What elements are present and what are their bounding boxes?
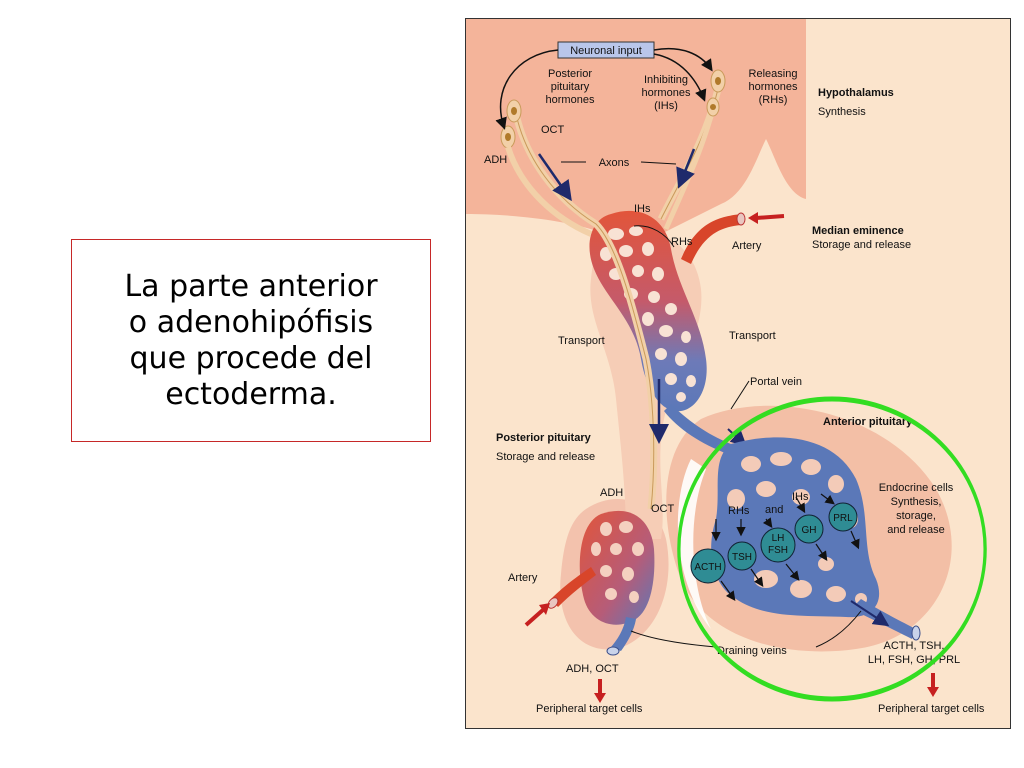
hormone-arrows [711,493,860,601]
svg-text:ACTH, TSH,: ACTH, TSH, [884,640,945,652]
svg-text:Neuronal input: Neuronal input [570,45,642,57]
portal-vein [664,404,731,454]
anterior-holes [727,452,867,605]
svg-text:TSH: TSH [732,552,752,563]
label-median-eminence: Median eminence [812,225,904,237]
svg-text:LH: LH [772,533,785,544]
callout-box: La parte anterior o adenohipófisis que p… [71,239,431,442]
cell-acth: ACTH [690,548,726,584]
posterior-holes [591,521,644,603]
svg-text:ACTH: ACTH [694,562,721,573]
label-oct-top: OCT [541,124,565,136]
label-adh-oct-bottom: ADH, OCT [566,663,619,675]
output-arrows [594,673,939,703]
svg-text:(IHs): (IHs) [654,100,678,112]
axon-arrow-right [676,148,696,189]
label-transport-right: Transport [729,330,776,342]
endocrine-cells: ACTH TSH LH FSH GH PRL [690,502,858,584]
callout-line-1: La parte anterior [124,268,378,304]
svg-text:pituitary: pituitary [551,81,590,93]
label-rhs-top: RHs [671,236,693,248]
pointer-lines [630,225,862,648]
cell-lh-fsh: LH FSH [760,527,796,563]
label-peripheral-left: Peripheral target cells [536,703,643,715]
svg-text:PRL: PRL [833,513,853,524]
svg-text:FSH: FSH [768,545,788,556]
svg-text:hormones: hormones [749,81,798,93]
diagram-canvas: Neuronal input ACTH TSH LH FSH GH PRL [466,19,987,715]
label-releasing-hormones: Releasing hormones (RHs) [749,68,798,106]
svg-text:(RHs): (RHs) [759,94,788,106]
svg-text:Inhibiting: Inhibiting [644,74,688,86]
label-transport-left: Transport [558,335,605,347]
label-oct-mid: OCT [651,503,675,515]
artery-top-arrow [755,214,785,220]
input-arrow-left [495,49,559,130]
input-arrow-right [653,47,713,72]
label-anterior-pituitary: Anterior pituitary [823,416,913,428]
callout-line-3: que procede del [129,340,373,376]
label-posterior-pituitary-sub: Storage and release [496,451,595,463]
callout-line-2: o adenohipófisis [128,304,374,340]
label-peripheral-right: Peripheral target cells [878,703,985,715]
pituitary-diagram: Neuronal input ACTH TSH LH FSH GH PRL [465,18,1011,729]
label-median-eminence-sub: Storage and release [812,239,911,251]
label-portal-vein: Portal vein [750,376,802,388]
label-output-hormones: ACTH, TSH, LH, FSH, GH, PRL [868,640,960,666]
callout-text: La parte anterior o adenohipófisis que p… [124,269,377,413]
axon-arrow-left [537,153,572,202]
label-adh-mid: ADH [600,487,623,499]
svg-text:GH: GH [802,525,817,536]
label-and: and [765,504,783,516]
label-inhibiting-hormones: Inhibiting hormones (IHs) [642,74,691,112]
svg-text:LH, FSH, GH, PRL: LH, FSH, GH, PRL [868,654,960,666]
label-draining-veins: Draining veins [717,645,787,657]
label-posterior-pituitary-hormones: Posterior pituitary hormones [546,68,595,106]
svg-text:Endocrine cells: Endocrine cells [879,482,954,494]
callout-line-4: ectoderma. [165,376,337,412]
label-hypothalamus: Hypothalamus [818,87,894,99]
label-axons: Axons [599,157,630,169]
label-rhs-mid: RHs [728,505,750,517]
svg-text:storage,: storage, [896,510,936,522]
label-adh-top: ADH [484,154,507,166]
label-ihs-top: IHs [634,203,651,215]
svg-text:hormones: hormones [642,87,691,99]
label-hypothalamus-sub: Synthesis [818,106,866,118]
cell-tsh: TSH [727,541,757,571]
cell-prl: PRL [828,502,858,532]
label-posterior-pituitary: Posterior pituitary [496,432,592,444]
posterior-draining-vein [611,617,636,651]
svg-text:and release: and release [887,524,945,536]
label-endocrine-cells: Endocrine cells Synthesis, storage, and … [879,482,954,536]
cell-gh: GH [794,514,824,544]
artery-bottom [551,567,596,607]
neuronal-input-box: Neuronal input [557,41,655,59]
svg-text:hormones: hormones [546,94,595,106]
svg-text:Posterior: Posterior [548,68,592,80]
artery-top [681,214,741,264]
highlight-circle [677,396,987,702]
label-artery-top: Artery [732,240,762,252]
svg-text:Releasing: Releasing [749,68,798,80]
svg-text:Synthesis,: Synthesis, [891,496,942,508]
label-artery-bottom: Artery [508,572,538,584]
label-ihs-mid: IHs [792,491,809,503]
plexus-holes [600,226,696,402]
